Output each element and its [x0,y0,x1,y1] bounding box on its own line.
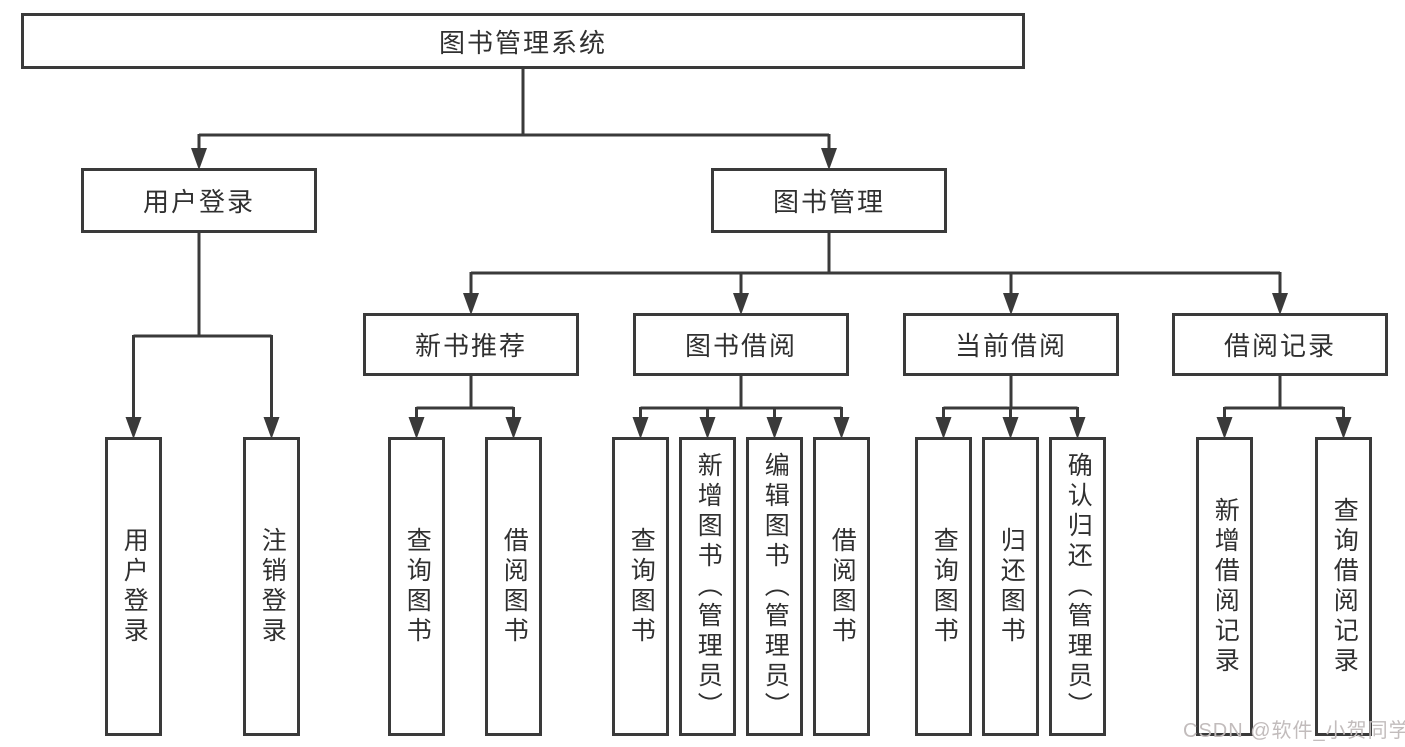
tree-edges [132,69,1345,418]
arrowhead-icon [1272,293,1288,315]
node-root-label: 图书管理系统 [438,27,607,58]
arrowhead-icon [1069,417,1086,439]
watermark: CSDN @软件_小贺同学 [1183,720,1405,742]
arrowhead-icon [699,417,716,439]
node-leaf-add-book-admin: 新增图书（管理员） [679,437,736,736]
arrowhead-icon [833,417,850,439]
arrowhead-icon [766,417,783,439]
node-book-borrow: 图书借阅 [633,313,849,376]
node-leaf-borrow-books-recommend-label: 借阅图书 [500,526,529,647]
arrow-heads [125,148,1352,439]
node-leaf-query-borrow-record: 查询借阅记录 [1315,437,1372,736]
node-current-borrow-label: 当前借阅 [954,331,1067,361]
node-borrow-record-label: 借阅记录 [1223,331,1336,361]
node-leaf-query-borrow-record-label: 查询借阅记录 [1330,496,1359,677]
node-new-book-recommend-label: 新书推荐 [414,331,527,361]
node-leaf-query-books-borrow-label: 查询图书 [627,526,656,647]
node-leaf-add-book-admin-label: 新增图书（管理员） [694,451,723,722]
node-leaf-confirm-return-admin: 确认归还（管理员） [1049,437,1106,736]
node-user-login-label: 用户登录 [142,187,255,217]
arrowhead-icon [263,417,280,439]
node-leaf-borrow-books-recommend: 借阅图书 [485,437,542,736]
node-leaf-query-books-current: 查询图书 [915,437,972,736]
arrowhead-icon [463,293,479,315]
node-leaf-logout: 注销登录 [243,437,300,736]
node-leaf-borrow-books: 借阅图书 [813,437,870,736]
node-book-management: 图书管理 [711,168,947,233]
node-leaf-edit-book-admin: 编辑图书（管理员） [746,437,803,736]
arrowhead-icon [935,417,952,439]
arrowhead-icon [408,417,425,439]
arrowhead-icon [505,417,522,439]
node-leaf-add-borrow-record-label: 新增借阅记录 [1211,496,1240,677]
node-leaf-add-borrow-record: 新增借阅记录 [1196,437,1253,736]
node-leaf-confirm-return-admin-label: 确认归还（管理员） [1064,451,1093,722]
node-leaf-logout-label: 注销登录 [258,526,287,647]
node-leaf-query-books-recommend: 查询图书 [388,437,445,736]
node-book-borrow-label: 图书借阅 [684,331,797,361]
node-leaf-query-books-borrow: 查询图书 [612,437,669,736]
node-leaf-borrow-books-label: 借阅图书 [828,526,857,647]
node-user-login: 用户登录 [81,168,317,233]
node-leaf-return-book: 归还图书 [982,437,1039,736]
arrowhead-icon [1216,417,1233,439]
node-book-management-label: 图书管理 [772,187,885,217]
arrowhead-icon [821,148,837,170]
node-leaf-query-books-current-label: 查询图书 [930,526,959,647]
arrowhead-icon [632,417,649,439]
arrowhead-icon [125,417,142,439]
arrowhead-icon [1335,417,1352,439]
node-leaf-user-login-label: 用户登录 [120,526,149,647]
node-leaf-return-book-label: 归还图书 [997,526,1026,647]
node-borrow-record: 借阅记录 [1172,313,1388,376]
node-leaf-query-books-recommend-label: 查询图书 [403,526,432,647]
arrowhead-icon [1002,417,1019,439]
node-leaf-edit-book-admin-label: 编辑图书（管理员） [761,451,790,722]
node-leaf-user-login: 用户登录 [105,437,162,736]
arrowhead-icon [191,148,207,170]
arrowhead-icon [733,293,749,315]
node-root: 图书管理系统 [21,13,1025,69]
node-new-book-recommend: 新书推荐 [363,313,579,376]
node-current-borrow: 当前借阅 [903,313,1119,376]
arrowhead-icon [1003,293,1019,315]
